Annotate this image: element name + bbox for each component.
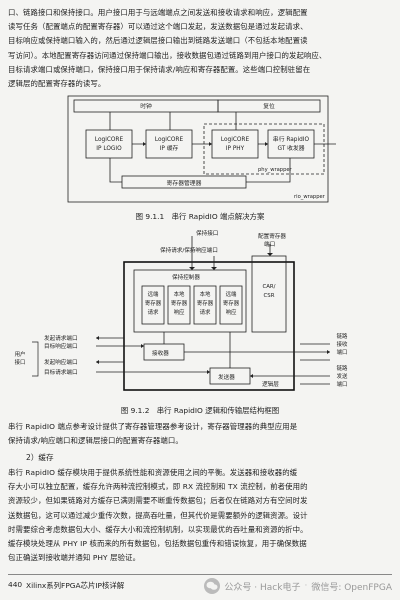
cfg-reg-port-label-2: 端口 [264, 240, 275, 248]
buffer-box [145, 129, 193, 159]
figure-9-1-1-caption: 图 9.1.1 串行 RapidIO 端点解决方案 [135, 212, 265, 221]
rio-wrapper-label: rio_wrapper [294, 194, 326, 200]
local-reg-req-line-3: 请求 [200, 308, 211, 316]
car-csr-line-1: CAR/ [262, 284, 275, 290]
figure-9-1-2-diagram: 保持接口 保持请求/保持响应端口 配置寄存器 端口 保持控制器 发起请求端口 目… [15, 229, 348, 391]
remote-reg-resp-line-1: 远端 [226, 290, 237, 298]
footer-divider [8, 574, 392, 575]
text-line: 保持请求/响应端口和逻辑层接口的配置寄存器端口。 [8, 436, 183, 446]
init-resp-port-label: 发起响应端口 [44, 358, 78, 366]
figure-9-1-1-diagram: 时钟 复位 LogiCORE IP LOGIO LogiCORE IP 缓存 L… [67, 95, 336, 203]
clock-label: 时钟 [140, 102, 152, 110]
link-rx-port-line-1: 链路 [337, 332, 348, 340]
page-number: 440 [8, 580, 23, 589]
text-line: 包正确送到接收端并通知 PHY 层验证。 [8, 553, 141, 563]
text-line: 写访问）。本地配置寄存器访问通过保持端口输出，接收数据包通过链路到用户接口的发起… [8, 50, 327, 60]
receiver-label: 接收器 [152, 349, 169, 357]
logic-layer-frame [123, 261, 295, 391]
phy-wrapper-label: phy_wrapper [258, 167, 293, 173]
reset-box [217, 99, 321, 113]
text-line: 串行 RapidIO 端点参考设计提供了寄存器管理器参考设计，寄存器管理器的典型… [8, 422, 298, 431]
text-line: 送数据包，这可以通过减少重传次数，提高吞吐量，但其代价是需要额外的逻辑资源。设计 [8, 510, 308, 520]
paragraph-ports: 口、链路接口和保持接口。用户接口用于与远端端点之间发送和接收请求和响应，逻辑配置… [8, 6, 392, 91]
remote-reg-resp-box [219, 285, 243, 325]
local-reg-resp-line-3: 响应 [174, 308, 185, 316]
logic-layer-label: 逻辑层 [262, 380, 279, 388]
buffer-label-1: LogiCORE [155, 137, 184, 143]
phy-wrapper-frame [203, 123, 325, 175]
watermark-account: 公众号 · Hack电子 [224, 582, 301, 593]
local-reg-resp-line-1: 本地 [174, 290, 185, 298]
text-line: 缓存模块处理从 PHY IP 核而来的所有数据包，包括数据包重传和错误恢复，用于… [8, 539, 307, 549]
transmitter-label: 发送器 [218, 373, 235, 381]
user-port-line-1: 用户 [15, 350, 26, 358]
watermark: 公众号 · Hack电子 · 微信号: OpenFPGA [204, 576, 392, 596]
buffer-label-2: IP 缓存 [160, 144, 179, 152]
reset-label: 复位 [263, 102, 275, 110]
remote-reg-resp-line-2: 寄存器 [223, 299, 240, 307]
link-tx-port-line-2: 发送 [337, 372, 348, 380]
user-port-line-2: 接口 [15, 358, 26, 366]
watermark-separator: · [304, 581, 308, 591]
logio-label-1: LogiCORE [95, 137, 124, 143]
local-reg-req-box [193, 285, 217, 325]
local-reg-resp-line-2: 寄存器 [171, 299, 188, 307]
text-line: 资源较少，但如果链路对方缓存已满则需要不断重传数据包；后者仅在链路对方有空间时发 [8, 496, 308, 506]
paragraph-buffer: 串行 RapidIO 缓存模块用于提供系统性能和资源使用之间的平衡。发送器和接收… [8, 466, 392, 565]
text-line: 读写任务（配置端点的配置寄存器）可以通过这个端口发起，发送数据包是通过发起请求、 [8, 22, 308, 32]
maint-controller-box [133, 269, 247, 333]
link-rx-port-line-2: 接收 [337, 340, 348, 348]
phy-label-2: IP PHY [226, 146, 245, 152]
gt-label-1: 串行 RapidIO [273, 135, 310, 143]
text-line: 逻辑层的配置寄存器的读写。 [8, 79, 106, 89]
paragraph-register-manager: 串行 RapidIO 端点参考设计提供了寄存器管理器参考设计，寄存器管理器的典型… [8, 420, 392, 448]
outer-frame [67, 95, 329, 203]
maint-req-resp-label: 保持请求/保持响应端口 [160, 246, 218, 254]
text-line: 串行 RapidIO 缓存模块用于提供系统性能和资源使用之间的平衡。发送器和接收… [8, 468, 298, 477]
remote-reg-req-line-3: 请求 [148, 308, 159, 316]
wechat-logo-icon [204, 578, 221, 594]
target-resp-port-label: 目标响应端口 [44, 342, 78, 350]
local-reg-resp-box [167, 285, 191, 325]
maint-controller-label: 保持控制器 [172, 273, 200, 281]
phy-label-1: LogiCORE [221, 137, 250, 143]
logio-label-2: IP LOGIO [96, 146, 122, 152]
local-reg-req-line-2: 寄存器 [197, 299, 214, 307]
logio-box [85, 129, 133, 159]
remote-reg-req-box [141, 285, 165, 325]
target-req-port-label: 目标请求端口 [44, 368, 78, 376]
car-csr-line-2: CSR [264, 293, 275, 299]
phy-box [211, 129, 259, 159]
init-req-port-label: 发起请求端口 [44, 334, 78, 342]
link-tx-port-line-3: 端口 [337, 380, 348, 388]
page-footer: 440 Xilinx系列FPGA芯片IP核详解 公众号 · Hack电子 · 微… [0, 568, 400, 600]
car-csr-box [251, 255, 287, 333]
text-line: 目标响应或保持端口输入的，然后通过逻辑层接口输出到链路发送端口（不包括本地配置读 [8, 36, 308, 46]
section-heading-buffer: 2）缓存 [26, 453, 54, 462]
text-line: 目标请求端口或保持端口，保持接口用于保持请求/响应和寄存器配置。这些端口控制驻留… [8, 64, 311, 74]
local-reg-req-line-1: 本地 [200, 290, 211, 298]
watermark-wechat-id: 微信号: OpenFPGA [311, 582, 392, 593]
remote-reg-resp-line-3: 响应 [226, 308, 237, 316]
figure-9-1-2-caption: 图 9.1.2 串行 RapidIO 逻辑和传输层结构框图 [120, 406, 280, 415]
maint-port-label: 保持接口 [196, 229, 218, 237]
text-line: 时需要综合考虑数据包大小、缓存大小和流控制机制，以实现最优的吞吐量和资源的折中。 [8, 524, 308, 534]
remote-reg-req-line-2: 寄存器 [145, 299, 162, 307]
gt-box [267, 129, 315, 159]
book-title: Xilinx系列FPGA芯片IP核详解 [26, 581, 125, 590]
link-tx-port-line-1: 链路 [337, 364, 348, 372]
register-manager-label: 寄存器管理器 [167, 179, 202, 187]
link-rx-port-line-3: 端口 [337, 348, 348, 356]
cfg-reg-port-label-1: 配置寄存器 [258, 232, 286, 240]
gt-label-2: GT 收发器 [277, 144, 304, 152]
text-line: 存大小可以独立配置，缓存允许两种流控制模式，即 RX 流控制和 TX 流控制，前… [8, 482, 308, 492]
remote-reg-req-line-1: 远端 [148, 290, 159, 298]
text-line: 口、链路接口和保持接口。用户接口用于与远端端点之间发送和接收请求和响应，逻辑配置 [8, 8, 308, 17]
